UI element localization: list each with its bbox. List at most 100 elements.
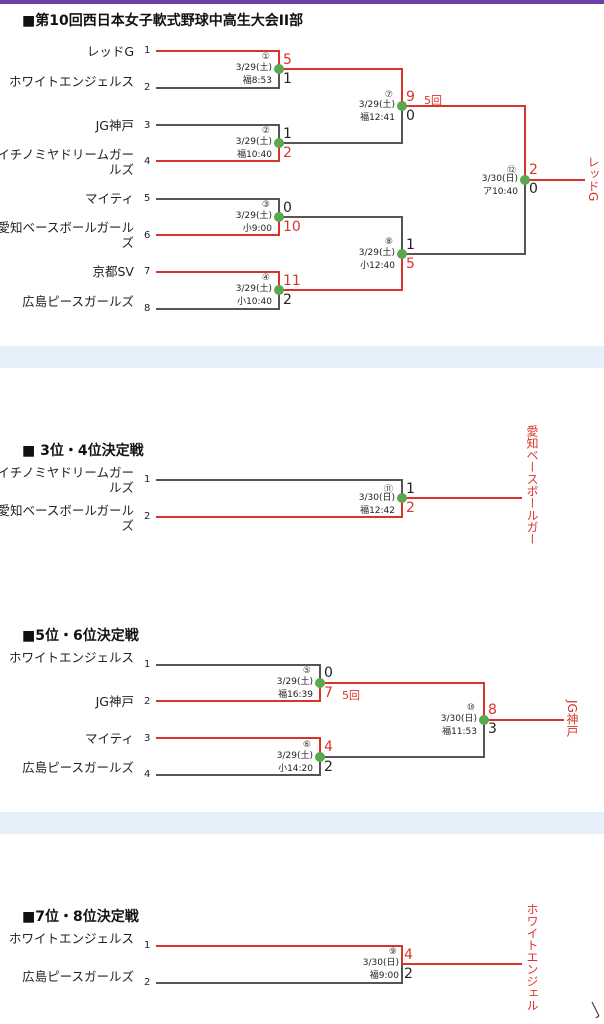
bracket-line: [278, 142, 280, 161]
game-number: ⑥: [302, 740, 311, 750]
bracket-line: [156, 160, 280, 162]
score: 4: [324, 739, 333, 755]
seed-number: 1: [144, 940, 151, 951]
match-node: [397, 493, 407, 503]
match-node: [274, 64, 284, 74]
bracket-line: [279, 216, 403, 218]
bracket-line: [156, 664, 321, 666]
score: 1: [406, 237, 415, 253]
seed-number: 1: [144, 45, 151, 56]
match-node: [274, 212, 284, 222]
seed-number: 2: [144, 696, 151, 707]
game-number: ⑨: [388, 947, 397, 957]
bracket-line: [402, 497, 522, 499]
game-venue-time: 福11:53: [442, 727, 477, 737]
game-date: 3/30(日): [440, 714, 477, 724]
bracket-line: [278, 198, 280, 216]
bracket-line: [402, 253, 526, 255]
pen-cursor-icon: [590, 1000, 602, 1024]
score: 3: [488, 721, 497, 737]
bracket-line: [156, 234, 280, 236]
bracket-line: [156, 700, 321, 702]
seed-number: 3: [144, 120, 151, 131]
score: 8: [488, 702, 497, 718]
game-date: 3/29(土): [235, 211, 272, 221]
team-label: ホワイトエンジェルス: [8, 931, 134, 946]
seed-number: 7: [144, 266, 151, 277]
seed-number: 2: [144, 977, 151, 988]
winner-label: JG神戸: [565, 700, 579, 737]
bracket-line: [319, 737, 321, 756]
match-node: [315, 752, 325, 762]
bracket-line: [278, 68, 280, 88]
game-date: 3/29(土): [276, 677, 313, 687]
bracket-line: [279, 289, 403, 291]
bracket-line: [525, 179, 585, 181]
match-node: [274, 138, 284, 148]
team-label: イチノミヤドリームガールズ: [0, 465, 134, 495]
team-label: JG神戸: [95, 118, 134, 133]
bracket-line: [319, 664, 321, 682]
team-label: 愛知ベースボールガールズ: [0, 503, 134, 533]
innings-note: 5回: [342, 689, 360, 702]
team-label: ホワイトエンジェルス: [8, 650, 134, 665]
bracket-line: [524, 105, 526, 179]
bracket-line: [319, 682, 321, 701]
team-label: JG神戸: [95, 694, 134, 709]
bracket-line: [524, 179, 526, 254]
seed-number: 3: [144, 733, 151, 744]
team-label: 広島ピースガールズ: [22, 969, 134, 984]
match-node: [274, 285, 284, 295]
game-number: ④: [261, 273, 270, 283]
bracket-line: [278, 124, 280, 142]
game-date: 3/30(日): [481, 174, 518, 184]
team-label: 愛知ベースボールガールズ: [0, 220, 134, 250]
seed-number: 1: [144, 474, 151, 485]
bracket-line: [156, 271, 280, 273]
score: 1: [283, 126, 292, 142]
bracket-line: [320, 682, 485, 684]
team-label: 広島ピースガールズ: [22, 760, 134, 775]
score: 2: [404, 966, 413, 982]
bracket-line: [278, 50, 280, 69]
game-number: ⑤: [302, 666, 311, 676]
game-date: 3/30(日): [358, 493, 395, 503]
game-number: ⑧: [384, 237, 393, 247]
seed-number: 4: [144, 156, 151, 167]
bracket-line: [401, 105, 403, 143]
score: 5: [283, 52, 292, 68]
innings-note: 5回: [424, 94, 442, 107]
bracket-line: [401, 216, 403, 253]
bracket-line: [278, 216, 280, 235]
game-venue-time: 小14:20: [278, 764, 313, 774]
team-label: マイティ: [84, 191, 134, 206]
bracket-line: [156, 50, 280, 52]
score: 0: [283, 200, 292, 216]
bracket-line: [483, 682, 485, 719]
bracket-line: [402, 963, 522, 965]
game-number: ③: [261, 200, 270, 210]
section-divider: [0, 346, 604, 368]
team-label: ホワイトエンジェルス: [8, 74, 134, 89]
team-label: レッドG: [86, 44, 134, 59]
game-number: ⑦: [384, 90, 393, 100]
game-venue-time: 福9:00: [369, 971, 399, 981]
bracket-line: [319, 756, 321, 775]
seed-number: 1: [144, 659, 151, 670]
winner-label: レッドG: [586, 156, 600, 202]
seed-number: 2: [144, 82, 151, 93]
bracket-line: [156, 737, 321, 739]
match-node: [397, 101, 407, 111]
bracket-line: [156, 87, 280, 89]
game-date: 3/30(日): [362, 958, 399, 968]
main-bracket-title: ■第10回西日本女子軟式野球中高生大会II部: [22, 13, 304, 29]
bracket-line: [156, 516, 403, 518]
score: 2: [406, 500, 415, 516]
bracket-line: [156, 308, 280, 310]
game-venue-time: 福12:42: [360, 506, 395, 516]
bracket-line: [278, 271, 280, 290]
bracket-line: [156, 774, 321, 776]
game-venue-time: 小10:40: [237, 297, 272, 307]
bracket-line: [320, 756, 485, 758]
bracket-line: [401, 253, 403, 290]
